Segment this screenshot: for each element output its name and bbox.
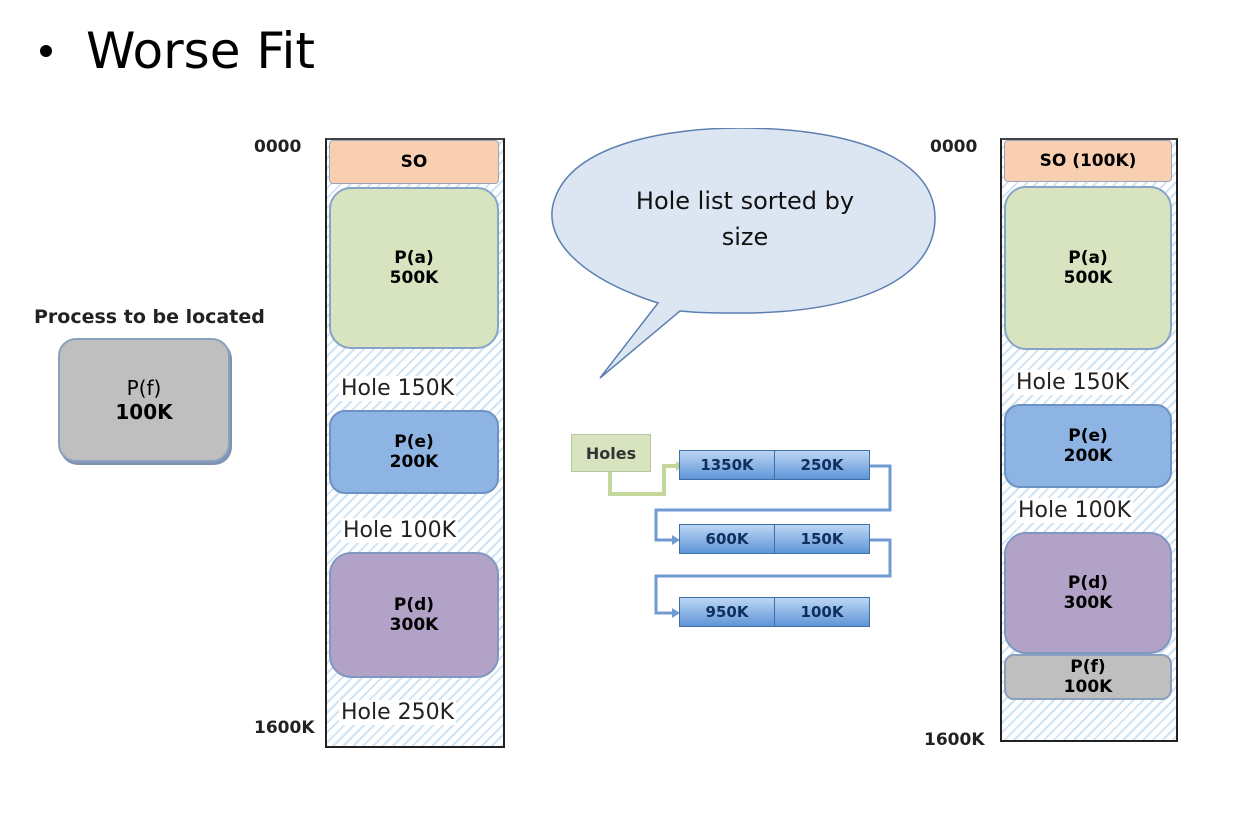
hole-node-3-size: 100K: [774, 598, 869, 626]
right-block-pa: P(a) 500K: [1004, 186, 1172, 350]
left-block-pe: P(e) 200K: [329, 410, 499, 494]
left-block-so: SO: [329, 140, 499, 184]
right-pd-size: 300K: [1063, 593, 1113, 613]
left-start-address: 0000: [254, 137, 302, 157]
right-pe-name: P(e): [1068, 426, 1108, 446]
hole-node-3-address: 950K: [680, 598, 774, 626]
right-pf-name: P(f): [1070, 657, 1106, 677]
title-text: Worse Fit: [86, 22, 315, 80]
hole-node-2-size: 150K: [774, 525, 869, 553]
callout-line1: Hole list sorted by: [635, 187, 855, 215]
hole-node-1-size: 250K: [774, 451, 869, 479]
right-memory-column: SO (100K) P(a) 500K Hole 150K P(e) 200K …: [1000, 138, 1178, 742]
right-pa-name: P(a): [1068, 248, 1108, 268]
right-block-pd: P(d) 300K: [1004, 532, 1172, 654]
right-hole-150k: Hole 150K: [1014, 370, 1132, 395]
left-memory-column: SO P(a) 500K Hole 150K P(e) 200K Hole 10…: [325, 138, 505, 748]
left-pa-name: P(a): [394, 248, 434, 268]
hole-node-1-address: 1350K: [680, 451, 774, 479]
left-block-pd: P(d) 300K: [329, 552, 499, 678]
left-hole-250k: Hole 250K: [339, 700, 457, 725]
left-hole-100k: Hole 100K: [341, 518, 459, 543]
left-pe-size: 200K: [389, 452, 439, 472]
process-pf-name: P(f): [126, 376, 162, 400]
left-block-pa: P(a) 500K: [329, 187, 499, 349]
hole-node-2-address: 600K: [680, 525, 774, 553]
bullet-icon: [40, 45, 52, 57]
right-hole-100k: Hole 100K: [1016, 498, 1134, 523]
right-start-address: 0000: [930, 137, 978, 157]
callout-bubble: [551, 128, 936, 379]
process-to-locate-label: Process to be located: [34, 306, 265, 328]
left-so-label: SO: [400, 152, 428, 172]
left-end-address: 1600K: [254, 718, 315, 738]
right-pa-size: 500K: [1063, 268, 1113, 288]
slide-title: Worse Fit: [40, 22, 315, 80]
hole-list-connectors: [608, 461, 892, 618]
left-hole-150k: Hole 150K: [339, 376, 457, 401]
right-pe-size: 200K: [1063, 446, 1113, 466]
right-block-so: SO (100K): [1004, 140, 1172, 182]
right-pf-size: 100K: [1063, 677, 1113, 697]
holes-tag: Holes: [571, 434, 651, 472]
callout-text: Hole list sorted by size: [590, 183, 900, 255]
hole-node-1: 1350K 250K: [679, 450, 870, 480]
right-end-address: 1600K: [924, 730, 985, 750]
right-block-pf: P(f) 100K: [1004, 654, 1172, 700]
right-so-label: SO (100K): [1039, 151, 1137, 171]
process-pf-size: 100K: [115, 400, 173, 424]
left-pd-name: P(d): [393, 595, 435, 615]
left-pe-name: P(e): [394, 432, 434, 452]
right-pd-name: P(d): [1067, 573, 1109, 593]
left-pd-size: 300K: [389, 615, 439, 635]
callout-line2: size: [721, 223, 769, 251]
left-pa-size: 500K: [389, 268, 439, 288]
hole-node-2: 600K 150K: [679, 524, 870, 554]
hole-node-3: 950K 100K: [679, 597, 870, 627]
process-pf-box: P(f) 100K: [58, 338, 230, 462]
right-block-pe: P(e) 200K: [1004, 404, 1172, 488]
